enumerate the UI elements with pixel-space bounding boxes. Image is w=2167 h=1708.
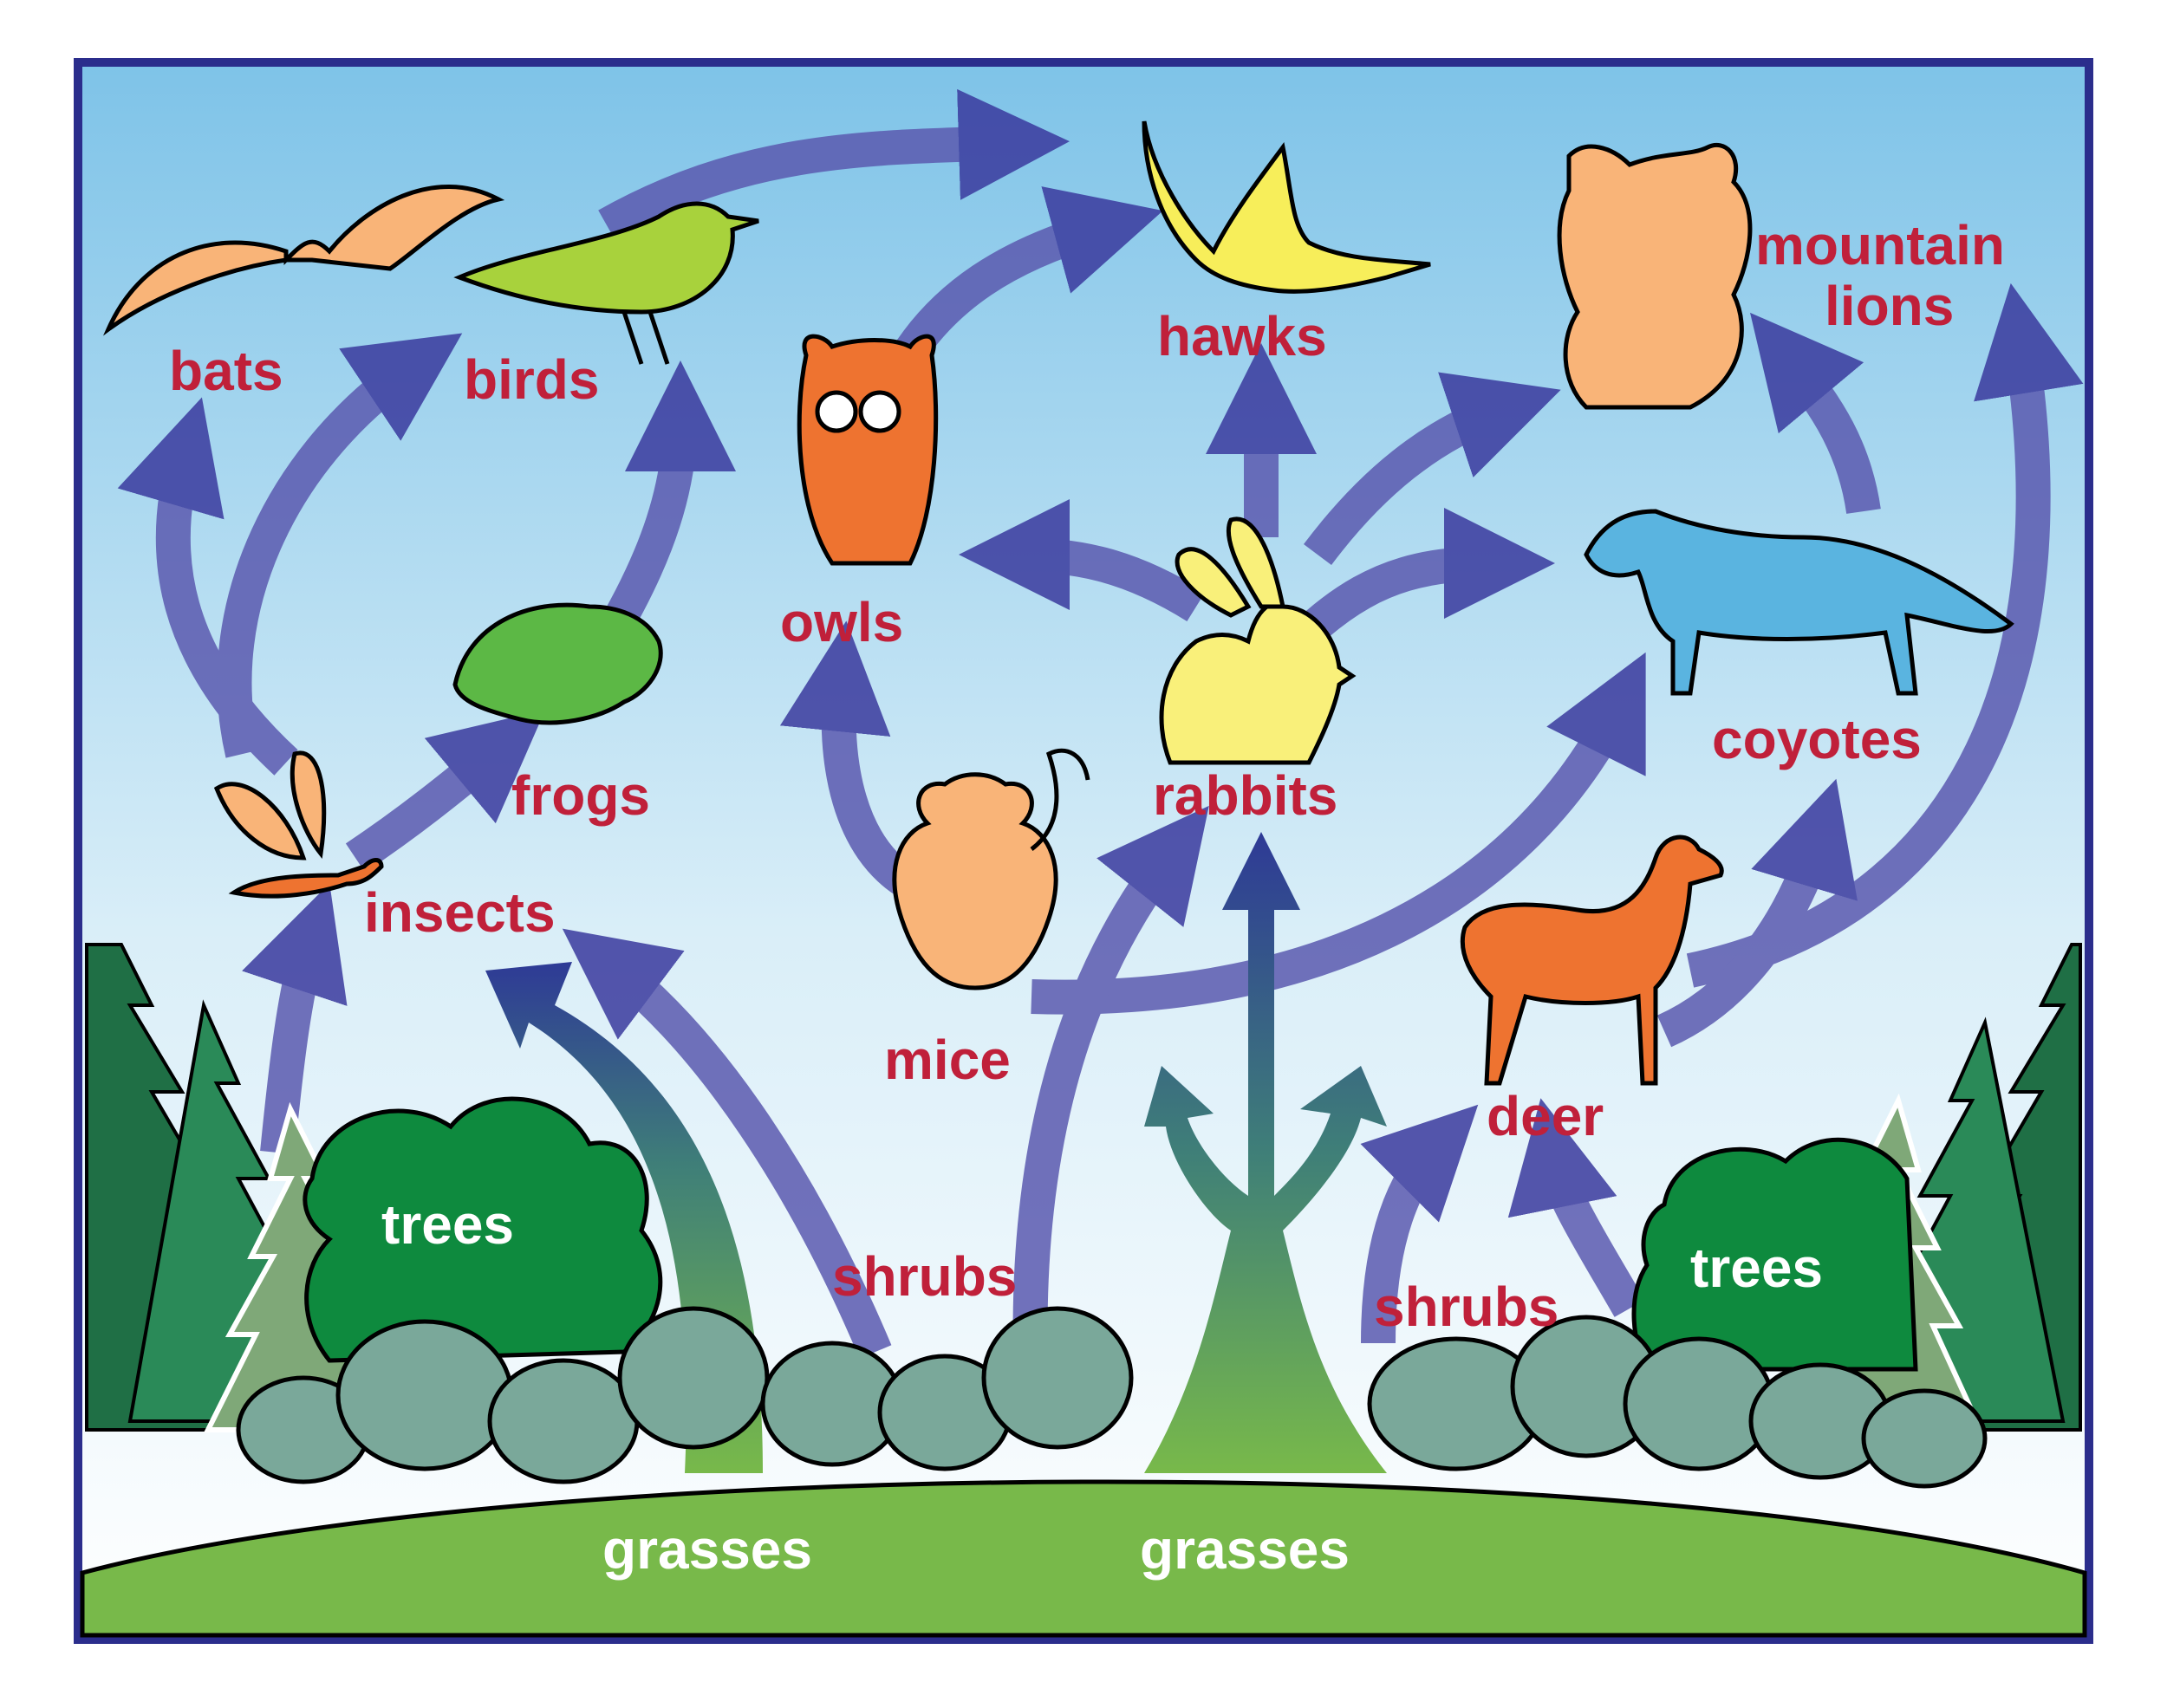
shrub [984, 1309, 1131, 1447]
shrub [338, 1322, 511, 1469]
label-shrubs-left: shrubs [832, 1245, 1017, 1308]
shrub [620, 1309, 767, 1447]
label-mountain-lions-line1: mountain [1755, 214, 2005, 276]
label-mice: mice [884, 1029, 1011, 1091]
label-shrubs-right: shrubs [1374, 1276, 1559, 1338]
shrub [1625, 1339, 1773, 1469]
label-owls: owls [780, 591, 903, 653]
shrub [1864, 1391, 1985, 1486]
mountain-lion-icon [1559, 145, 1750, 407]
label-mountain-lions-line2: lions [1825, 275, 1954, 337]
label-coyotes: coyotes [1712, 708, 1922, 770]
owl-eye [861, 393, 899, 431]
label-deer: deer [1487, 1085, 1604, 1147]
label-trees-right: trees [1690, 1237, 1823, 1299]
label-birds: birds [464, 348, 599, 411]
owl-icon [799, 336, 935, 563]
owl-eye [817, 393, 856, 431]
label-grasses-right: grasses [1140, 1518, 1350, 1581]
label-frogs: frogs [511, 764, 650, 827]
mouse-icon [895, 775, 1056, 988]
label-insects: insects [364, 881, 556, 944]
label-bats: bats [169, 340, 283, 402]
label-trees-left: trees [381, 1193, 514, 1256]
label-hawks: hawks [1157, 305, 1327, 367]
shrub [490, 1361, 637, 1482]
label-grasses-left: grasses [602, 1518, 812, 1581]
label-rabbits: rabbits [1153, 764, 1337, 827]
